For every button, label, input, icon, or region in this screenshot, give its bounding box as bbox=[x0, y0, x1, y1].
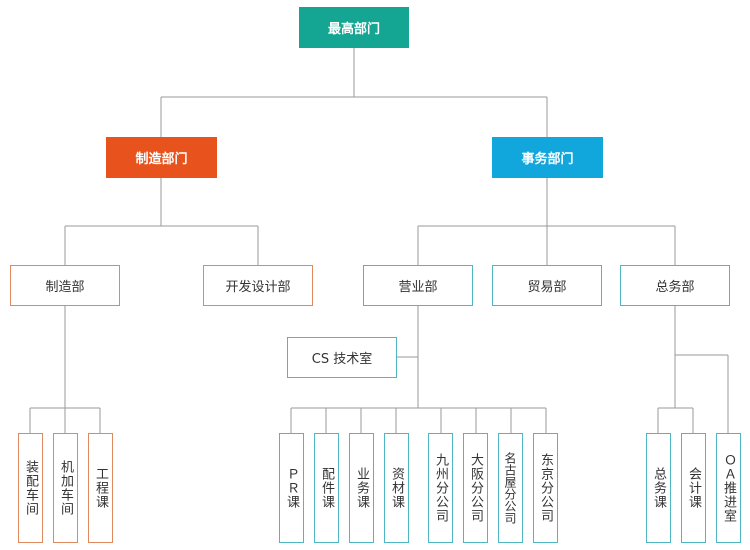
trade-division-box: 贸易部 bbox=[492, 265, 602, 306]
branch-office-box: 大阪分公司 bbox=[463, 433, 488, 543]
ga-section-box: 总务课 bbox=[646, 433, 671, 543]
dev-design-division-box: 开发设计部 bbox=[203, 265, 313, 306]
branch-office-box: 名古屋分公司 bbox=[498, 433, 523, 543]
sales-division-box: 营业部 bbox=[363, 265, 473, 306]
mfg-section-box: 工程课 bbox=[88, 433, 113, 543]
mfg-section-box: 装配车间 bbox=[18, 433, 43, 543]
mfg-division-box: 制造部 bbox=[10, 265, 120, 306]
top-management-box: 最高部门 bbox=[299, 7, 409, 48]
sales-section-box: ＰＲ课 bbox=[279, 433, 304, 543]
branch-office-box: 九州分公司 bbox=[428, 433, 453, 543]
branch-office-box: 东京分公司 bbox=[533, 433, 558, 543]
ga-section-box: 会计课 bbox=[681, 433, 706, 543]
sales-section-box: 配件课 bbox=[314, 433, 339, 543]
general-affairs-division-box: 总务部 bbox=[620, 265, 730, 306]
ga-section-box: ＯＡ推进室 bbox=[716, 433, 741, 543]
affairs-dept-box: 事务部门 bbox=[492, 137, 603, 178]
sales-section-box: 业务课 bbox=[349, 433, 374, 543]
manufacturing-dept-box: 制造部门 bbox=[106, 137, 217, 178]
sales-section-box: 资材课 bbox=[384, 433, 409, 543]
cs-tech-room-box: CS 技术室 bbox=[287, 337, 397, 378]
mfg-section-box: 机加车间 bbox=[53, 433, 78, 543]
